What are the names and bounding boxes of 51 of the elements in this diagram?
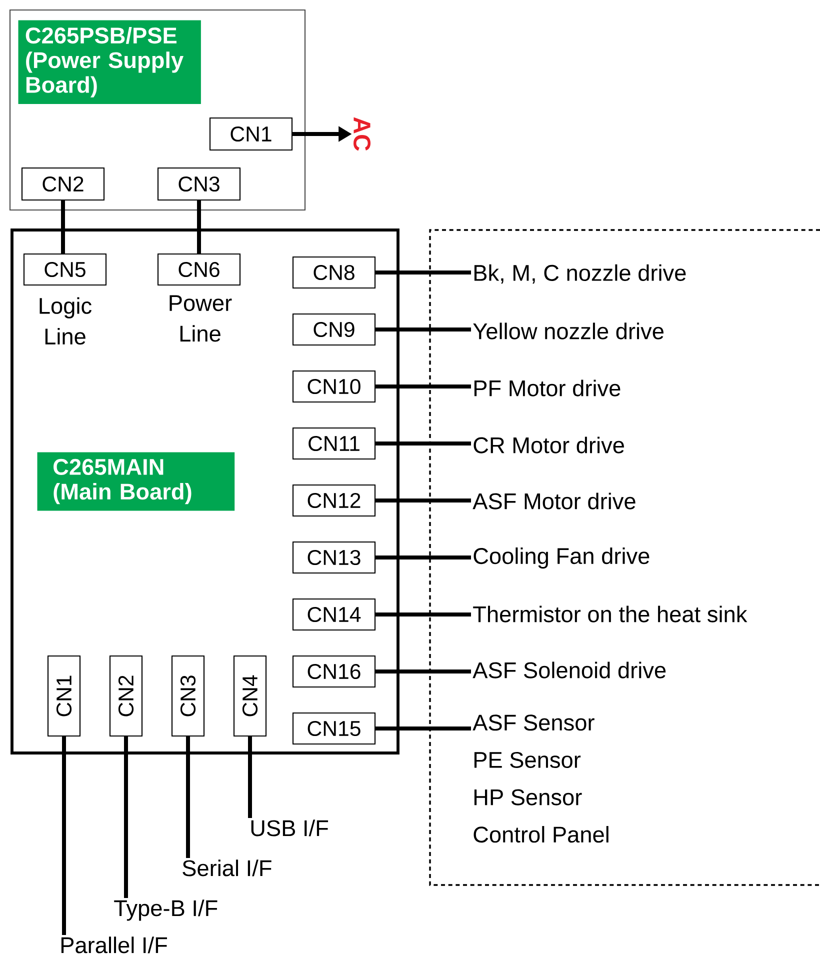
signal-label: ASF Solenoid drive xyxy=(472,662,666,678)
connector-box: CN1 xyxy=(209,117,293,151)
cable-line xyxy=(186,736,190,858)
connector-box: CN9 xyxy=(292,313,376,346)
cable-line xyxy=(376,670,471,674)
connector-box: CN16 xyxy=(292,655,376,688)
connector-box: CN2 xyxy=(109,655,143,737)
cable-line xyxy=(376,556,471,560)
connector-box: CN14 xyxy=(292,598,376,631)
cable-line xyxy=(376,612,471,616)
connector-box: CN12 xyxy=(292,484,376,517)
interface-label: Serial I/F xyxy=(182,860,272,876)
cable-line xyxy=(376,498,471,502)
connector-box: CN2 xyxy=(21,167,105,201)
cable-line xyxy=(376,270,471,274)
connector-box: CN3 xyxy=(157,167,241,201)
connector-box: CN15 xyxy=(292,712,376,745)
signal-label: Bk, M, C nozzle drive xyxy=(474,264,686,284)
interface-label: Parallel I/F xyxy=(61,936,167,954)
connector-box: CN8 xyxy=(292,256,376,289)
signal-label-list: ASF Sensor PE Sensor HP Sensor Control Panel xyxy=(472,714,608,843)
board-name-label: C265PSB/PSE (Power Supply Board) xyxy=(18,20,201,104)
cable-line xyxy=(124,736,128,898)
cable-line xyxy=(376,442,471,446)
cable-line xyxy=(376,328,471,332)
signal-label: CR Motor drive xyxy=(474,436,624,454)
cable-line xyxy=(376,726,471,730)
signal-label: Thermistor on the heat sink xyxy=(473,606,748,622)
connector-caption: Power Line xyxy=(170,295,232,342)
interface-label: USB I/F xyxy=(251,820,328,836)
interface-label: Type-B I/F xyxy=(114,900,218,921)
signal-label: ASF Motor drive xyxy=(472,492,636,510)
board-name-label: C265MAIN (Main Board) xyxy=(37,452,235,511)
cable-line xyxy=(61,200,65,254)
cable-line xyxy=(248,736,252,818)
connector-caption: Logic Line xyxy=(40,297,92,345)
signal-label: Yellow nozzle drive xyxy=(473,322,664,340)
connector-box: CN13 xyxy=(292,541,376,574)
connector-box: CN3 xyxy=(171,655,205,737)
connector-box: CN4 xyxy=(233,655,267,737)
power-label: AC xyxy=(354,117,371,151)
signal-label: Cooling Fan drive xyxy=(474,547,650,569)
connector-box: CN5 xyxy=(23,253,107,286)
connector-box: CN11 xyxy=(292,427,376,460)
signal-label: PF Motor drive xyxy=(474,380,620,396)
connector-box: CN10 xyxy=(292,370,376,403)
cable-line xyxy=(376,384,471,388)
connector-box: CN6 xyxy=(157,253,241,286)
cable-line xyxy=(197,200,201,254)
connector-box: CN1 xyxy=(47,655,81,737)
cable-line xyxy=(62,736,66,935)
